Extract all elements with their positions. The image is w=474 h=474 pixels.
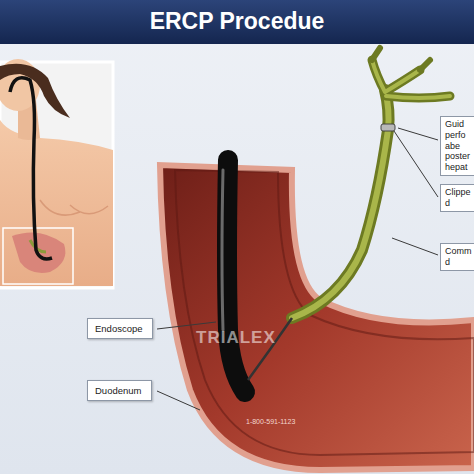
leader-lines: [157, 128, 438, 410]
callout-text: Clippe d: [445, 187, 474, 209]
diagram-title: ERCP Procedue: [0, 8, 474, 35]
callout-box: Endoscope: [87, 318, 153, 339]
callout-text: Comm d: [445, 246, 474, 268]
endoscope-tube: [222, 160, 292, 392]
callout-box: Duodenum: [87, 380, 152, 401]
inset-figure: [0, 59, 113, 288]
clip: [381, 124, 395, 131]
callout-box: Comm d: [440, 243, 474, 271]
callout-text: Endoscope: [95, 323, 145, 334]
watermark: TRIALEX: [196, 328, 276, 348]
bile-duct: [292, 48, 450, 318]
callout-text: Guid perfo abe poster hepat: [445, 119, 474, 173]
callout-box: Clippe d: [440, 184, 474, 212]
callout-text: Duodenum: [95, 385, 144, 396]
callout-box: Guid perfo abe poster hepat: [440, 116, 474, 176]
watermark-phone: 1-800-591-1123: [246, 418, 295, 425]
duodenum-wall: [160, 165, 474, 470]
